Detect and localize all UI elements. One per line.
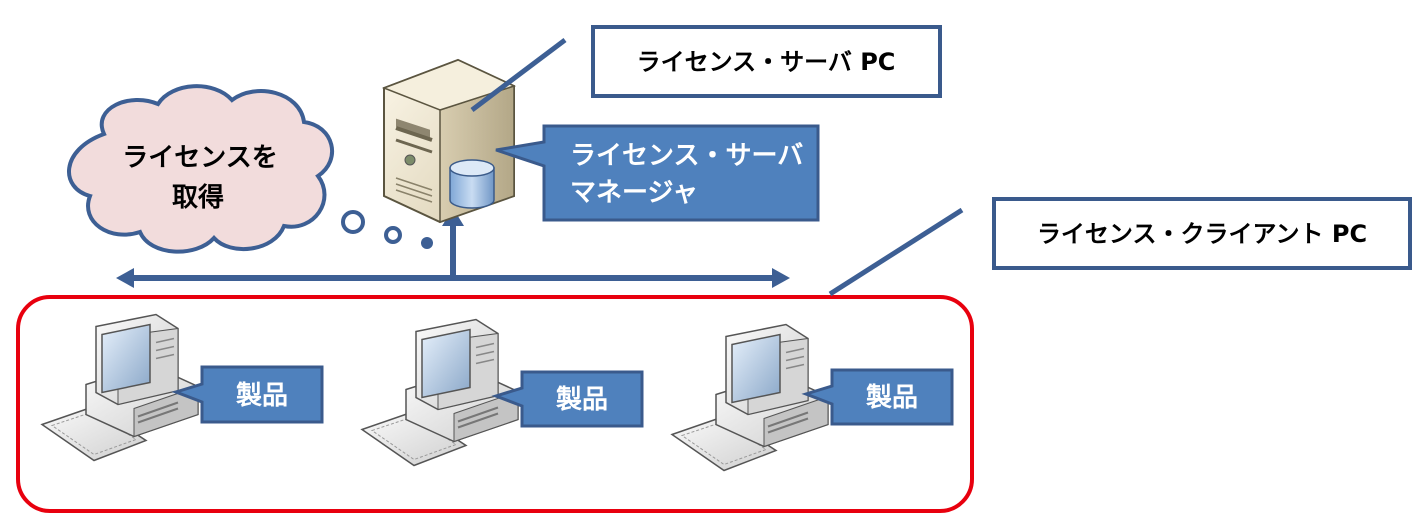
client-leader-line	[828, 207, 964, 297]
product-label: 製品	[236, 381, 288, 411]
manager-callout: ライセンス・サーバ マネージャ	[495, 124, 820, 222]
server-label-box	[591, 25, 942, 98]
arrow-right-icon	[772, 268, 790, 288]
client-group-frame	[16, 295, 974, 513]
manager-label-line-2: マネージャ	[570, 178, 698, 208]
product-label: 製品	[866, 383, 918, 413]
server-label: ライセンス・サーバ PC	[637, 48, 896, 76]
thought-bubble-large	[341, 210, 365, 234]
manager-label-line-1: ライセンス・サーバ	[570, 141, 803, 171]
product-label: 製品	[556, 385, 608, 415]
server-leader-line	[470, 38, 567, 112]
client-pc-icon	[40, 313, 200, 462]
thought-cloud: ライセンスを 取得	[67, 84, 433, 254]
cloud-label-line-1: ライセンスを	[122, 143, 277, 173]
thought-bubble-small	[421, 237, 433, 249]
thought-bubble-medium	[384, 226, 402, 244]
product-callout: 製品	[491, 370, 644, 428]
arrow-left-icon	[116, 268, 134, 288]
client-label-box	[992, 197, 1412, 270]
client-pc-icon	[670, 323, 830, 472]
database-icon	[449, 159, 495, 209]
client-label: ライセンス・クライアント PC	[1037, 220, 1367, 248]
client-pc-icon	[360, 318, 520, 467]
product-callout: 製品	[801, 368, 954, 426]
product-callout: 製品	[171, 365, 324, 424]
cloud-label-line-2: 取得	[172, 183, 224, 213]
